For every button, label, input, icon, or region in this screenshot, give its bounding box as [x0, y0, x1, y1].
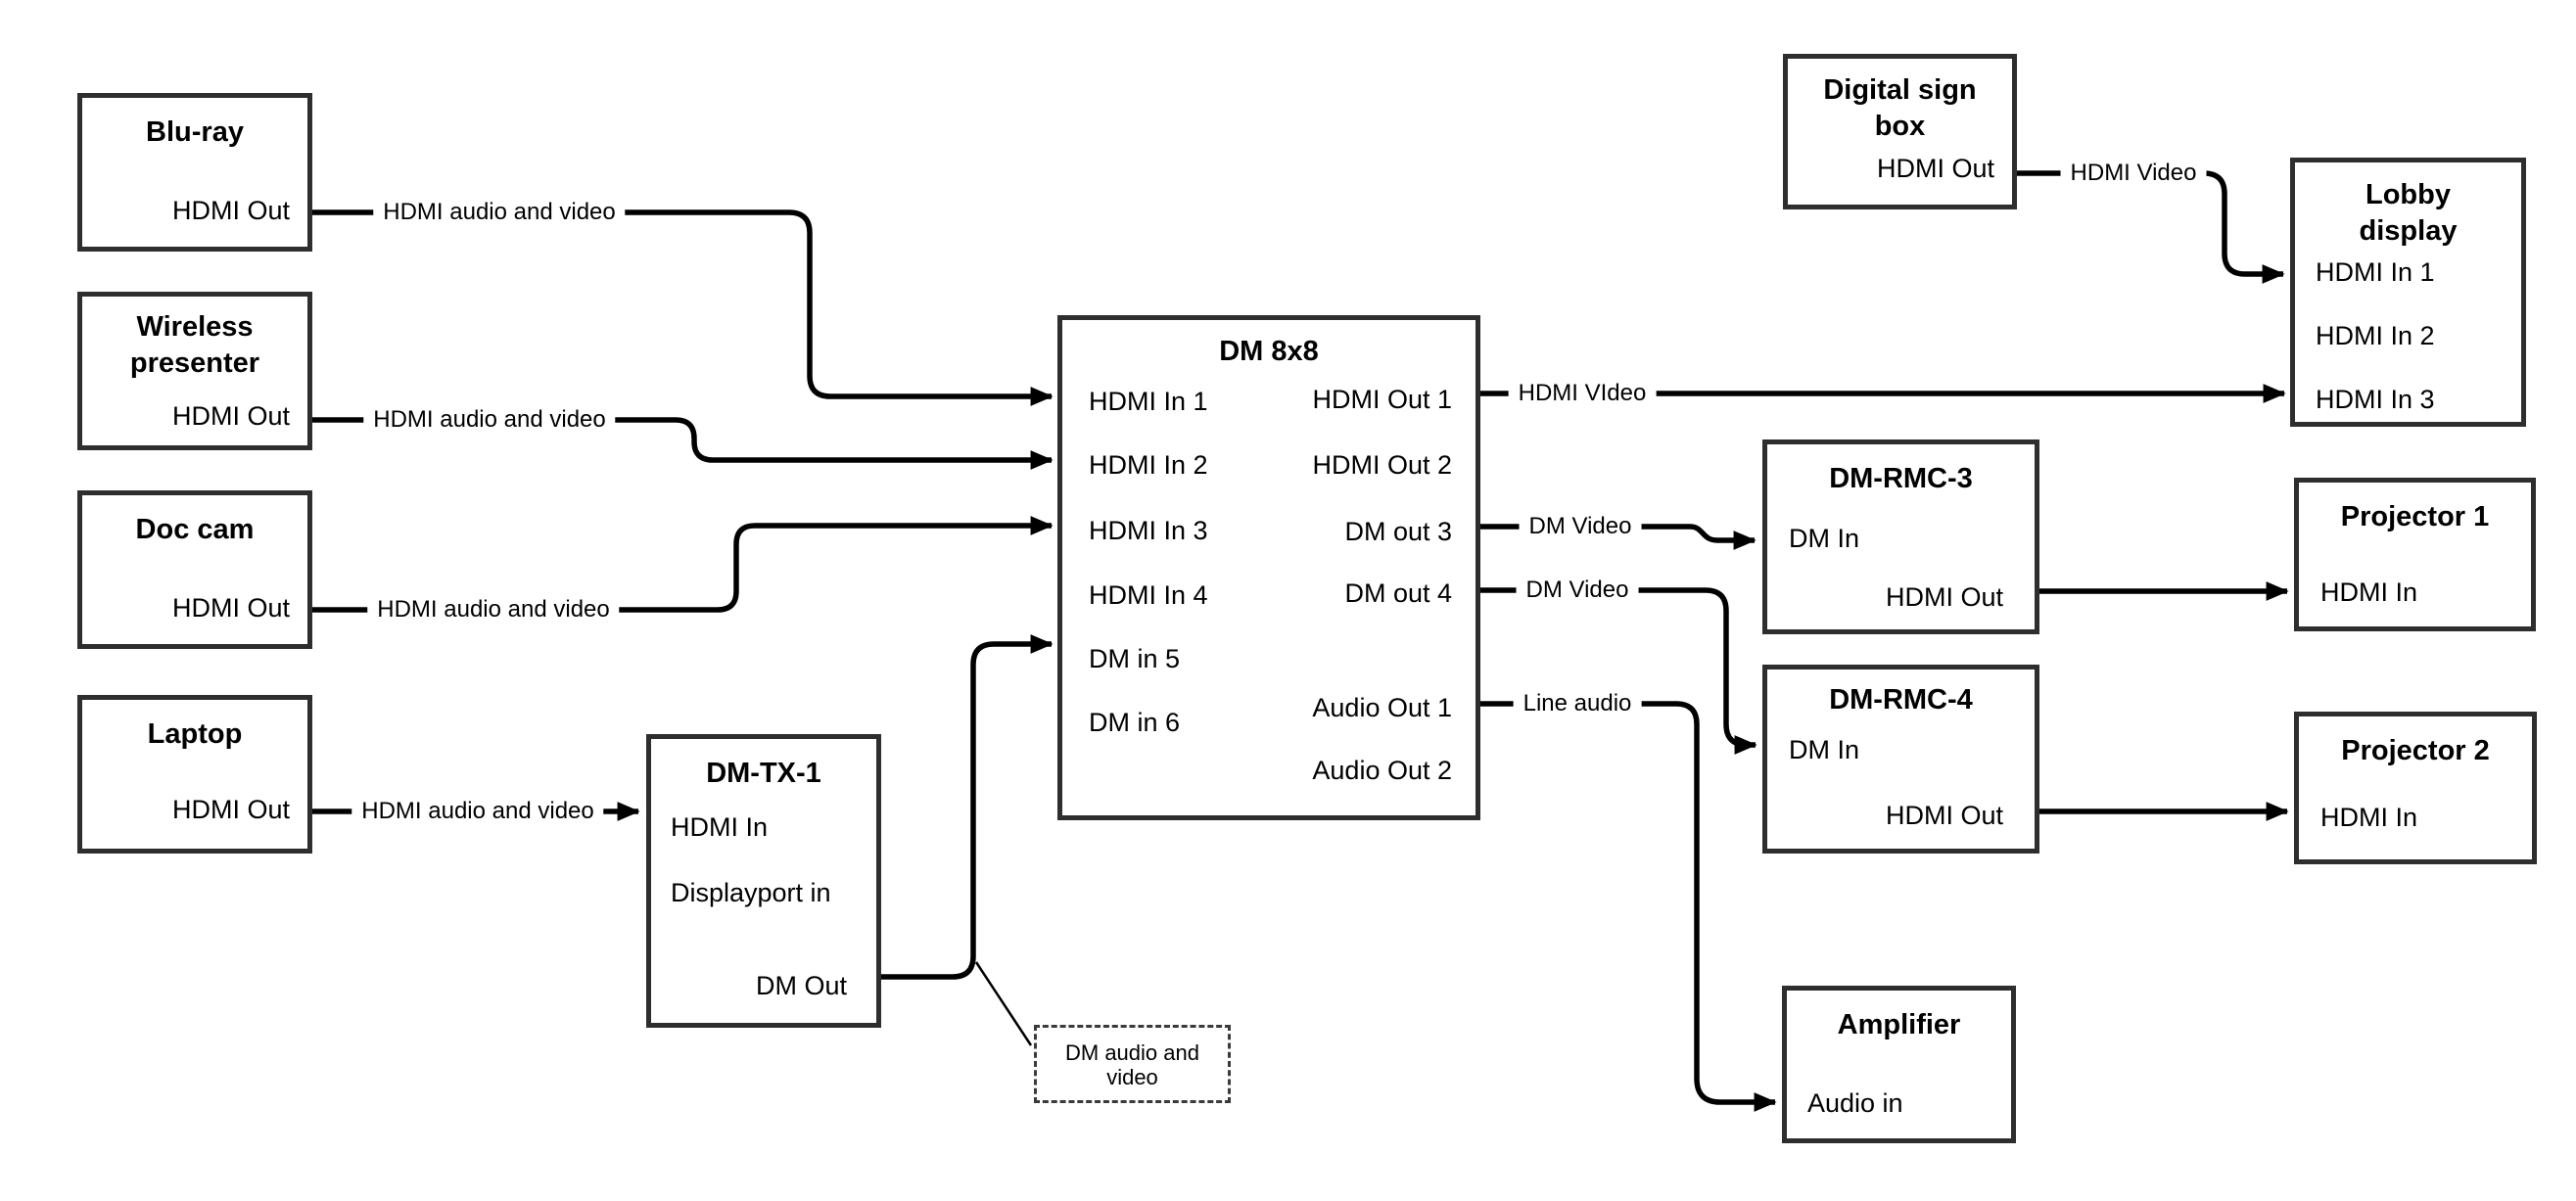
wire-label-dm-video-out3: DM Video	[1519, 512, 1642, 541]
port-rmc3-dm-in: DM In	[1789, 524, 1860, 553]
node-bluray[interactable]: Blu-ray HDMI Out	[77, 93, 312, 252]
wire-dm8x8-out3-to-rmc3-dmin	[1480, 524, 1756, 550]
node-dm-rmc-3[interactable]: DM-RMC-3 DM In HDMI Out	[1762, 439, 2039, 634]
node-digital-sign-box-title: Digital sign box	[1823, 74, 1977, 142]
wire-label-laptop: HDMI audio and video	[351, 797, 604, 826]
node-projector-2-title: Projector 2	[2341, 735, 2490, 766]
wire-label-dm-video-out4: DM Video	[1516, 576, 1639, 605]
node-lobby-display-title: Lobby display	[2359, 179, 2458, 247]
wire-doccam-to-dm8x8-in3	[311, 516, 1054, 613]
port-laptop-hdmi-out: HDMI Out	[171, 795, 290, 824]
wire-signbox-to-lobby-in1	[2017, 170, 2285, 284]
port-bluray-hdmi-out: HDMI Out	[171, 196, 290, 225]
node-projector-1-title: Projector 1	[2340, 501, 2490, 532]
note-leader-line	[974, 961, 1033, 1046]
node-dm-tx-1[interactable]: DM-TX-1 HDMI In Displayport in DM Out	[646, 734, 881, 1028]
port-rmc3-hdmi-out: HDMI Out	[1885, 582, 2003, 612]
wire-label-hdmi-video-out1: HDMI VIdeo	[1508, 379, 1657, 408]
node-lobby-display[interactable]: Lobby display HDMI In 1 HDMI In 2 HDMI I…	[2290, 158, 2526, 427]
port-dm8x8-dm-out-4: DM out 4	[1344, 578, 1452, 608]
port-wireless-hdmi-out: HDMI Out	[171, 401, 290, 431]
wire-bluray-to-dm8x8-in1	[311, 209, 1054, 406]
port-amplifier-audio-in: Audio in	[1807, 1088, 1903, 1118]
wire-label-bluray: HDMI audio and video	[373, 198, 626, 227]
node-amplifier[interactable]: Amplifier Audio in	[1782, 986, 2016, 1143]
port-rmc4-dm-in: DM In	[1789, 735, 1860, 764]
port-dm8x8-audio-out-1: Audio Out 1	[1312, 693, 1452, 722]
port-dm8x8-dm-out-3: DM out 3	[1344, 517, 1452, 546]
wire-label-wireless: HDMI audio and video	[363, 405, 616, 435]
port-dm8x8-dm-in-5: DM in 5	[1089, 644, 1181, 673]
port-dm8x8-hdmi-in-2: HDMI In 2	[1089, 450, 1208, 480]
port-dm8x8-hdmi-in-3: HDMI In 3	[1089, 516, 1208, 545]
node-projector-1[interactable]: Projector 1 HDMI In	[2294, 478, 2536, 631]
port-dm8x8-dm-in-6: DM in 6	[1089, 708, 1181, 737]
node-dm-rmc-3-title: DM-RMC-3	[1829, 463, 1973, 494]
node-doc-cam-title: Doc cam	[135, 514, 255, 545]
node-dm-tx-1-title: DM-TX-1	[706, 758, 821, 789]
node-doc-cam[interactable]: Doc cam HDMI Out	[77, 490, 312, 649]
port-dm8x8-audio-out-2: Audio Out 2	[1312, 756, 1452, 785]
port-dm8x8-hdmi-out-1: HDMI Out 1	[1312, 385, 1452, 414]
port-dm8x8-hdmi-out-2: HDMI Out 2	[1312, 450, 1452, 480]
port-dmtx1-hdmi-in: HDMI In	[671, 812, 769, 842]
node-dm-rmc-4[interactable]: DM-RMC-4 DM In HDMI Out	[1762, 665, 2039, 854]
node-dm-8x8[interactable]: DM 8x8 HDMI In 1 HDMI In 2 HDMI In 3 HDM…	[1057, 315, 1480, 820]
node-digital-sign-box[interactable]: Digital sign box HDMI Out	[1783, 54, 2017, 209]
wire-dm8x8-audio1-to-amplifier	[1480, 701, 1777, 1112]
port-signbox-hdmi-out: HDMI Out	[1876, 154, 1994, 183]
wire-label-line-audio: Line audio	[1513, 689, 1642, 718]
port-dmtx1-dm-out: DM Out	[755, 971, 847, 1000]
port-lobby-hdmi-in-3: HDMI In 3	[2316, 385, 2435, 414]
wire-label-doccam: HDMI audio and video	[367, 595, 620, 624]
node-laptop[interactable]: Laptop HDMI Out	[77, 695, 312, 854]
port-projector2-hdmi-in: HDMI In	[2320, 803, 2418, 832]
port-projector1-hdmi-in: HDMI In	[2320, 577, 2418, 607]
port-doccam-hdmi-out: HDMI Out	[171, 593, 290, 623]
node-wireless-presenter[interactable]: Wireless presenter HDMI Out	[77, 292, 312, 450]
wire-wireless-to-dm8x8-in2	[311, 417, 1054, 470]
port-rmc4-hdmi-out: HDMI Out	[1885, 801, 2003, 830]
port-lobby-hdmi-in-2: HDMI In 2	[2316, 321, 2435, 350]
port-dm8x8-hdmi-in-4: HDMI In 4	[1089, 580, 1208, 610]
wire-dmtx1-dmout-to-dm8x8-in5	[881, 634, 1054, 980]
node-bluray-title: Blu-ray	[146, 116, 244, 148]
node-laptop-title: Laptop	[147, 718, 243, 750]
node-amplifier-title: Amplifier	[1837, 1009, 1961, 1040]
note-dm-audio-and-video: DM audio and video	[1034, 1025, 1231, 1103]
node-wireless-presenter-title: Wireless presenter	[129, 311, 260, 379]
port-lobby-hdmi-in-1: HDMI In 1	[2316, 257, 2435, 287]
wire-label-hdmi-video-sign: HDMI Video	[2060, 159, 2207, 188]
port-dm8x8-hdmi-in-1: HDMI In 1	[1089, 387, 1208, 416]
wire-dm8x8-out4-to-rmc4-dmin	[1480, 587, 1757, 755]
node-dm-rmc-4-title: DM-RMC-4	[1829, 684, 1973, 716]
node-dm-8x8-title: DM 8x8	[1219, 336, 1319, 367]
port-dmtx1-displayport-in: Displayport in	[671, 878, 831, 907]
node-projector-2[interactable]: Projector 2 HDMI In	[2294, 712, 2537, 864]
